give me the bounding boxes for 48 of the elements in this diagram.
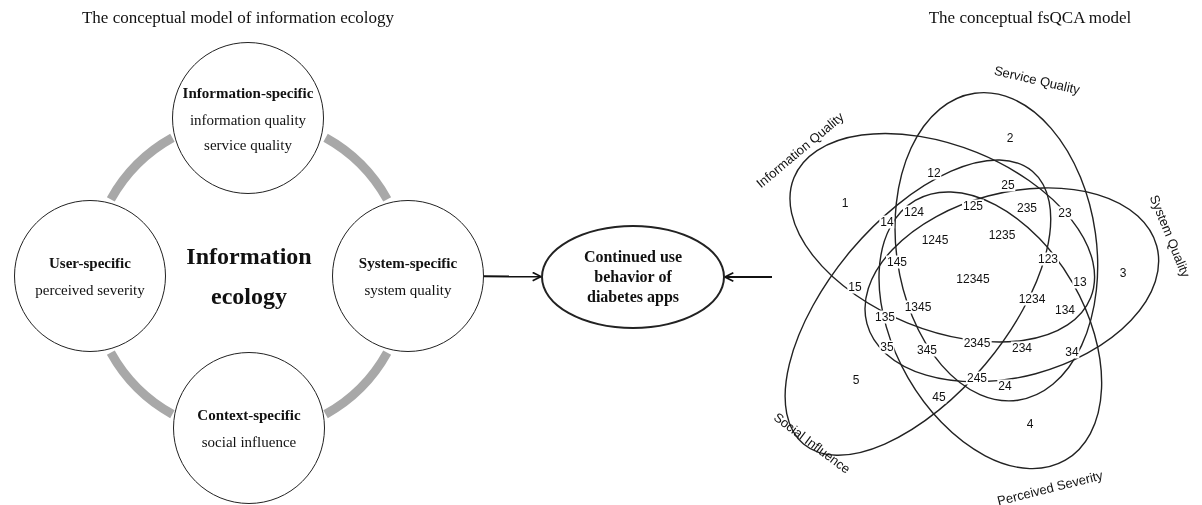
region-number: 124 — [903, 205, 925, 219]
circle-heading: Information-specific — [182, 84, 314, 102]
region-number: 25 — [1000, 178, 1016, 192]
circle-text: system quality — [364, 282, 452, 299]
region-number: 3 — [1118, 266, 1128, 280]
region-number: 2 — [1005, 131, 1015, 145]
region-number: 1245 — [920, 233, 950, 247]
region-number: 234 — [1011, 341, 1033, 355]
ring-title: Information ecology — [179, 236, 319, 316]
circle-text: social influence — [201, 434, 297, 451]
region-number: 24 — [997, 379, 1013, 393]
region-number: 1234 — [1017, 292, 1047, 306]
region-number: 134 — [1054, 303, 1076, 317]
region-number: 245 — [966, 371, 988, 385]
region-number: 2345 — [962, 336, 992, 350]
region-number: 235 — [1016, 201, 1038, 215]
region-number: 4 — [1025, 417, 1035, 431]
region-number: 1235 — [987, 228, 1017, 242]
region-number: 12 — [926, 166, 942, 180]
circle-text: service quality — [204, 136, 292, 154]
region-number: 5 — [851, 373, 861, 387]
panel-title: The conceptual model of information ecology — [82, 8, 394, 28]
region-number: 12345 — [955, 272, 991, 286]
region-number: 13 — [1072, 275, 1088, 289]
circle-text: information quality — [189, 111, 307, 129]
set-label: Service Quality — [992, 62, 1082, 98]
region-number: 35 — [879, 340, 895, 354]
arrow — [483, 271, 542, 282]
region-number: 45 — [931, 390, 947, 404]
region-number: 123 — [1037, 252, 1059, 266]
region-number: 34 — [1064, 345, 1080, 359]
region-number: 1345 — [903, 300, 933, 314]
arrow — [724, 272, 773, 282]
region-number: 135 — [874, 310, 896, 324]
region-number: 23 — [1057, 206, 1073, 220]
region-number: 15 — [847, 280, 863, 294]
circle-heading: System-specific — [358, 255, 458, 272]
region-number: 14 — [879, 215, 895, 229]
region-number: 145 — [886, 255, 908, 269]
circle-heading: User-specific — [49, 255, 131, 272]
circle-heading: Context-specific — [197, 407, 301, 424]
panel-title: The conceptual fsQCA model — [928, 8, 1132, 28]
set-label: System Quality — [1146, 192, 1194, 280]
region-number: 345 — [916, 343, 938, 357]
region-number: 125 — [962, 199, 984, 213]
circle-text: perceived severity — [35, 282, 145, 299]
outcome-text: Continued use behavior of diabetes apps — [582, 247, 684, 307]
region-number: 1 — [840, 196, 850, 210]
